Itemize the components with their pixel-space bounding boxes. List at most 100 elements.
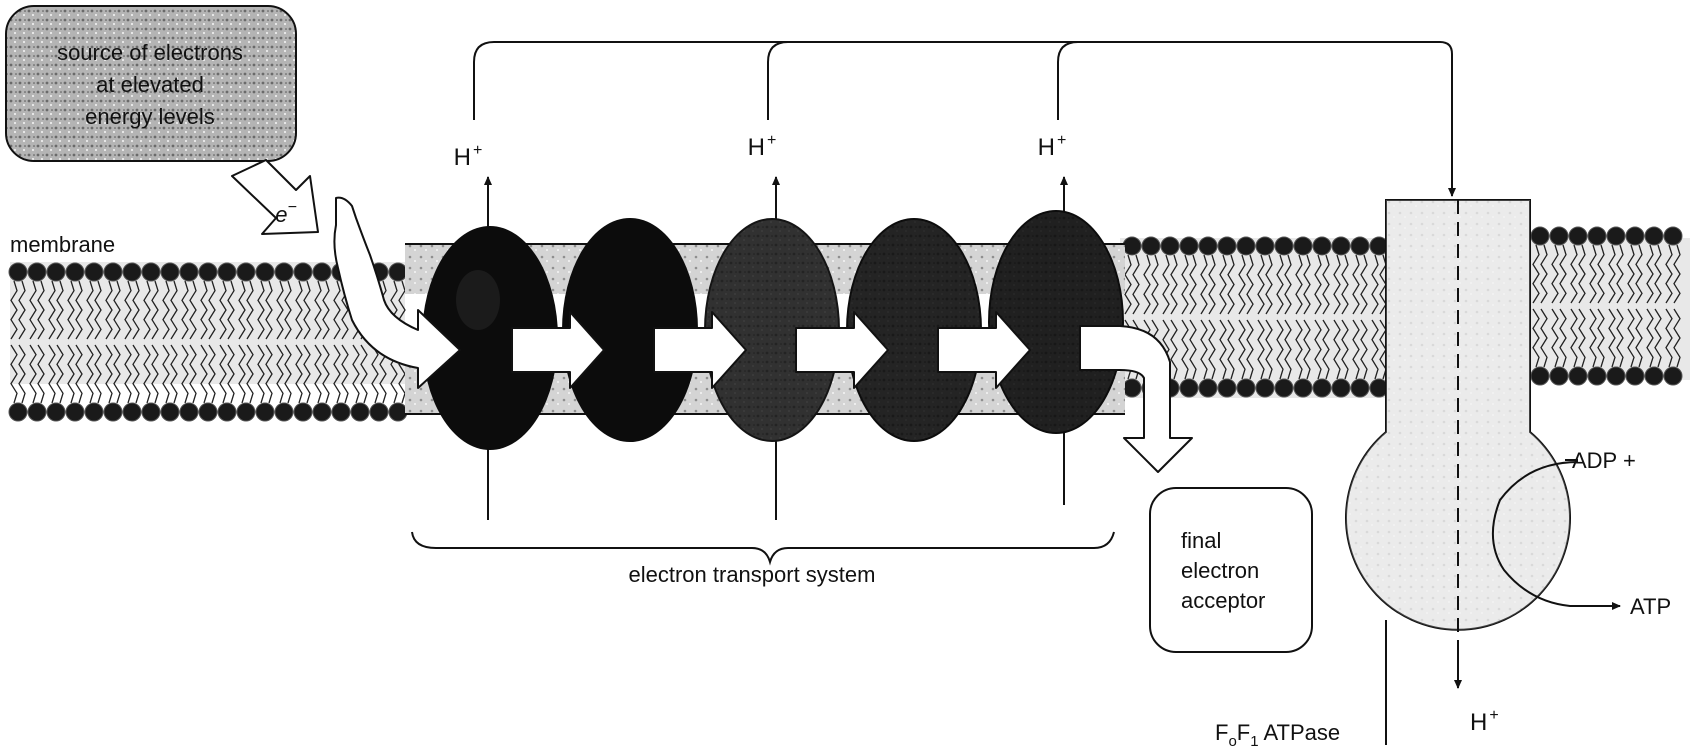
proton-charge-2: + (767, 132, 776, 149)
acceptor-line-3: acceptor (1181, 588, 1265, 613)
lipid-tail (1352, 254, 1360, 315)
lipid-head (160, 262, 180, 282)
lipid-tail (18, 344, 26, 404)
lipid-tail (113, 344, 121, 404)
lipid-head (65, 262, 85, 282)
lipid-tail (1608, 244, 1616, 304)
bottom-proton-charge: + (1489, 707, 1498, 724)
proton-charge-3: + (1057, 132, 1066, 149)
lipid-head (1644, 366, 1664, 386)
lipid-tail (341, 344, 349, 404)
lipid-tail (303, 344, 311, 404)
source-box-line-3: energy levels (85, 104, 215, 129)
proton-label-2: H (748, 134, 765, 161)
lipid-head (1236, 378, 1256, 398)
lipid-tail (1371, 254, 1379, 315)
atpase-complex (1345, 199, 1621, 745)
lipid-tail (1654, 244, 1662, 304)
lipid-tail (75, 280, 83, 340)
carrier-2 (562, 218, 698, 442)
lipid-head (1293, 236, 1313, 256)
lipid-head (350, 402, 370, 422)
lipid-tail (1181, 254, 1189, 315)
lipid-tail (1219, 319, 1227, 380)
lipid-tail (1208, 319, 1216, 380)
lipid-tail (1124, 254, 1132, 315)
lipid-tail (1295, 319, 1303, 380)
lipid-tail (1246, 254, 1254, 315)
lipid-head (236, 262, 256, 282)
lipid-head (1141, 236, 1161, 256)
electron-transfer-arrow-4 (937, 311, 1031, 389)
lipid-tail (284, 280, 292, 340)
lipid-tail (1170, 254, 1178, 315)
lipid-tail (1589, 244, 1597, 304)
membrane-label: membrane (10, 232, 115, 257)
proton-charge-1: + (473, 142, 482, 159)
lipid-head (1179, 378, 1199, 398)
left-membrane-bilayer (8, 262, 408, 422)
lipid-tail (162, 344, 170, 404)
lipid-head (331, 402, 351, 422)
lipid-tail (189, 344, 197, 404)
lipid-tail (94, 344, 102, 404)
lipid-tail (1559, 244, 1567, 304)
lipid-tail (1341, 254, 1349, 315)
lipid-head (179, 402, 199, 422)
lipid-tail (1181, 319, 1189, 380)
middle-membrane-bilayer (1120, 236, 1395, 398)
lipid-tail (86, 280, 94, 340)
lipid-tail (276, 280, 284, 340)
lipid-tail (1551, 308, 1559, 368)
lipid-tail (208, 344, 216, 404)
lipid-tail (200, 280, 208, 340)
lipid-head (1549, 366, 1569, 386)
lipid-tail (303, 280, 311, 340)
lipid-tail (265, 280, 273, 340)
lipid-head (1530, 366, 1550, 386)
lipid-tail (1238, 319, 1246, 380)
lipid-tail (10, 344, 18, 404)
lipid-tail (1597, 308, 1605, 368)
lipid-head (1122, 378, 1142, 398)
lipid-tail (1371, 319, 1379, 380)
final-acceptor-box: final electron acceptor (1149, 487, 1313, 653)
lipid-head (103, 262, 123, 282)
lipid-head (1568, 226, 1588, 246)
lipid-tail (1616, 308, 1624, 368)
lipid-tail (37, 344, 45, 404)
lipid-head (1293, 378, 1313, 398)
electron-input-arrow: e− (231, 159, 319, 235)
lipid-head (1350, 236, 1370, 256)
svg-text:e−: e− (275, 199, 297, 227)
lipid-tail (246, 280, 254, 340)
lipid-tail (352, 344, 360, 404)
lipid-tail (1570, 308, 1578, 368)
lipid-tail (1238, 254, 1246, 315)
lipid-head (46, 402, 66, 422)
lipid-tail (162, 280, 170, 340)
lipid-tail (124, 344, 132, 404)
lipid-tail (333, 280, 341, 340)
lipid-tail (1143, 254, 1151, 315)
lipid-tail (1200, 254, 1208, 315)
bottom-proton-label: H (1470, 709, 1487, 736)
lipid-tail (1189, 319, 1197, 380)
lipid-tail (1532, 308, 1540, 368)
lipid-tail (67, 344, 75, 404)
lipid-tail (1646, 244, 1654, 304)
left-lipid-heads (8, 262, 408, 422)
atpase-label: FoF1 ATPase (1215, 720, 1340, 750)
lipid-head (369, 402, 389, 422)
lipid-tail (1559, 308, 1567, 368)
lipid-tail (1654, 308, 1662, 368)
lipid-tail (1151, 254, 1159, 315)
lipid-head (217, 402, 237, 422)
lipid-head (141, 262, 161, 282)
lipid-head (293, 262, 313, 282)
lipid-head (1644, 226, 1664, 246)
lipid-tail (1635, 308, 1643, 368)
lipid-head (255, 402, 275, 422)
lipid-tail (1627, 244, 1635, 304)
svg-text:H+: H+ (748, 132, 777, 161)
